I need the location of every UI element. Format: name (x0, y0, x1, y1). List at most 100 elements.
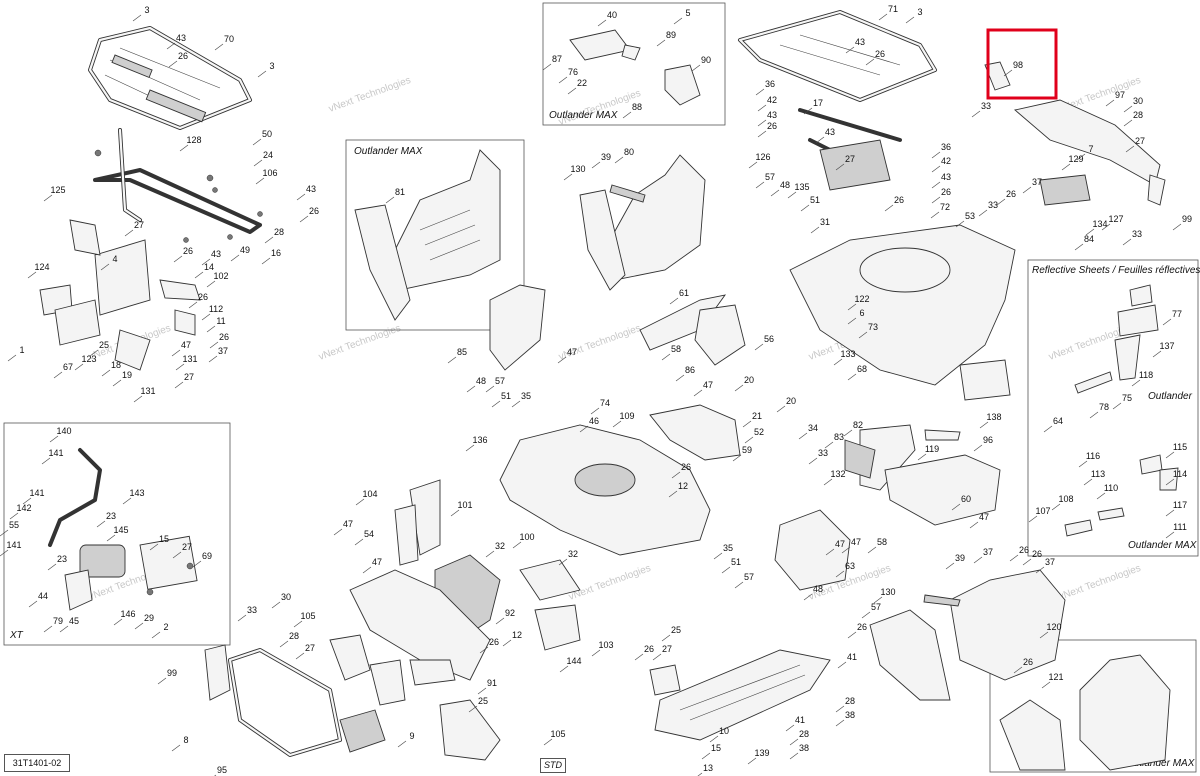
callout-leader (491, 400, 501, 408)
callout-number: 57 (495, 376, 505, 386)
callout-number: 134 (1092, 219, 1107, 229)
callout-leader (252, 138, 262, 146)
callout-leader (757, 119, 767, 127)
callout-number: 38 (845, 710, 855, 720)
callout-number: 121 (1048, 672, 1063, 682)
callout-leader (237, 614, 247, 622)
callout-leader (734, 384, 744, 392)
callout-number: 50 (262, 129, 272, 139)
callout-number: 102 (213, 271, 228, 281)
callout-leader (175, 363, 185, 371)
callout-number: 109 (619, 411, 634, 421)
callout-number: 27 (845, 154, 855, 164)
callout-leader (173, 255, 183, 263)
callout-number: 13 (703, 763, 713, 773)
callout-number: 27 (1135, 136, 1145, 146)
callout-number: 51 (810, 195, 820, 205)
callout-leader (74, 363, 84, 371)
callout-leader (209, 341, 219, 349)
callout-number: 28 (1133, 110, 1143, 120)
callout-number: 29 (144, 613, 154, 623)
callout-number: 47 (567, 347, 577, 357)
callout-leader (656, 39, 666, 47)
callout-number: 28 (845, 696, 855, 706)
callout-number: 3 (917, 7, 922, 17)
callout-leader (450, 509, 460, 517)
callout-number: 26 (219, 332, 229, 342)
callout-number: 26 (894, 195, 904, 205)
callout-leader (49, 435, 59, 443)
callout-number: 9 (409, 731, 414, 741)
callout-number: 27 (184, 372, 194, 382)
watermark: vNext Technologies (567, 563, 652, 603)
skid-plate (649, 649, 831, 741)
callout-leader (1085, 228, 1095, 236)
callout-leader (151, 631, 161, 639)
inset-title: Outlander MAX (549, 110, 618, 121)
callout-leader (354, 538, 364, 546)
callout-number: 58 (877, 537, 887, 547)
callout-number: 112 (209, 304, 223, 314)
callout-leader (563, 173, 573, 181)
callout-number: 38 (799, 743, 809, 753)
callout-leader (931, 196, 941, 204)
callout-leader (835, 570, 845, 578)
callout-leader (847, 303, 857, 311)
callout-leader (873, 596, 883, 604)
callout-number: 27 (305, 643, 315, 653)
callout-leader (557, 356, 567, 364)
callout-leader (905, 16, 915, 24)
callout-number: 137 (1159, 341, 1174, 351)
callout-number: 138 (986, 412, 1001, 422)
callout-leader (567, 87, 577, 95)
callout-leader (171, 349, 181, 357)
callout-number: 80 (624, 147, 634, 157)
callout-leader (597, 19, 607, 27)
callout-leader (149, 543, 159, 551)
callout-number: 67 (63, 362, 73, 372)
callout-leader (835, 719, 845, 727)
callout-leader (1074, 243, 1084, 251)
callout-number: 37 (1045, 557, 1055, 567)
reflective-sheets (1064, 284, 1179, 537)
inset-frame-reflective-sheets (1027, 259, 1199, 557)
callout-leader (157, 677, 167, 685)
callout-leader (447, 356, 457, 364)
callout-number: 96 (983, 435, 993, 445)
callout-number: 72 (940, 202, 950, 212)
callout-leader (1123, 105, 1133, 113)
callout-number: 130 (880, 587, 895, 597)
callout-leader (542, 63, 552, 71)
callout-number: 63 (845, 561, 855, 571)
watermark: vNext Technologies (1057, 563, 1142, 603)
callout-leader (824, 441, 834, 449)
callout-leader (748, 161, 758, 169)
callout-leader (257, 70, 267, 78)
callout-leader (785, 724, 795, 732)
callout-leader (847, 317, 857, 325)
callout-leader (495, 617, 505, 625)
callout-number: 35 (723, 543, 733, 553)
callout-number: 82 (853, 420, 863, 430)
callout-leader (955, 220, 965, 228)
xt-parts (48, 448, 198, 611)
callout-leader (255, 177, 265, 185)
callout-number: 33 (988, 200, 998, 210)
callout-leader (279, 640, 289, 648)
rear-fender-body (789, 224, 1016, 401)
callout-number: 15 (711, 743, 721, 753)
callout-leader (192, 560, 202, 568)
callout-number: 70 (224, 34, 234, 44)
callout-number: 111 (1173, 522, 1187, 532)
inset-frame-outlander-max-footrest (345, 139, 525, 331)
callout-number: 26 (1032, 549, 1042, 559)
rear-right-bracket (984, 61, 1166, 206)
callout-number: 8 (183, 735, 188, 745)
footrest-right (869, 569, 1066, 701)
callout-number: 3 (269, 61, 274, 71)
callout-number: 36 (941, 142, 951, 152)
callout-number: 21 (752, 411, 762, 421)
callout-number: 51 (731, 557, 741, 567)
callout-leader (755, 88, 765, 96)
